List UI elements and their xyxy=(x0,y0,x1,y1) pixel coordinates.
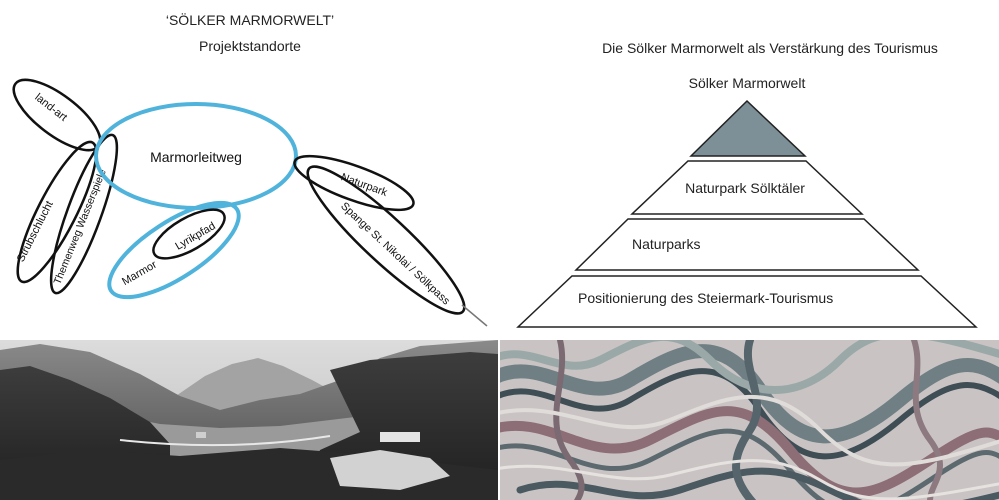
left-subtitle: Projektstandorte xyxy=(199,38,301,54)
marmor-ellipse xyxy=(107,200,241,300)
cabin xyxy=(196,432,206,438)
open-clearing xyxy=(330,450,450,490)
pyramid-level-3-label: Naturparks xyxy=(632,236,700,252)
spange-label: Spange St. Nikolai / Sölkpass xyxy=(338,200,452,308)
project-locations-diagram: land-art Strubschlucht Themenweg Wassers… xyxy=(12,78,488,327)
pyramid-level-4-label: Positionierung des Steiermark-Tourismus xyxy=(578,290,833,306)
left-title: ‘SÖLKER MARMORWELT’ xyxy=(165,12,335,28)
strubschlucht-label: Strubschlucht xyxy=(15,199,56,264)
marble-texture-photo xyxy=(500,340,999,500)
landscape-photo xyxy=(0,340,498,500)
bridge xyxy=(119,435,331,447)
spange-tail-line xyxy=(461,304,488,327)
building xyxy=(380,432,420,442)
pyramid-level-3 xyxy=(574,218,920,271)
tourism-pyramid: Sölker Marmorwelt Naturpark Sölktäler Na… xyxy=(516,75,978,328)
spange-group: Spange St. Nikolai / Sölkpass xyxy=(306,165,488,327)
pyramid-apex xyxy=(689,99,807,157)
themenweg-group: Themenweg Wasserspiele xyxy=(49,133,119,295)
right-title: Die Sölker Marmorwelt als Verstärkung de… xyxy=(602,40,938,56)
spange-ellipse xyxy=(306,165,466,315)
lyrikpfad-ellipse xyxy=(152,208,226,260)
land-art-group: land-art xyxy=(12,78,102,152)
naturpark-ellipse xyxy=(293,154,415,212)
pyramid-level-4 xyxy=(516,275,978,328)
pyramid-level-2 xyxy=(630,160,864,215)
pyramid-level-1-label: Sölker Marmorwelt xyxy=(689,75,806,91)
marmorleitweg-label: Marmorleitweg xyxy=(150,149,242,165)
strubschlucht-ellipse xyxy=(16,140,98,284)
themenweg-label: Themenweg Wasserspiele xyxy=(52,167,109,286)
pyramid-level-2-label: Naturpark Sölktäler xyxy=(685,180,805,196)
marmorleitweg-group: Marmorleitweg xyxy=(94,102,298,210)
themenweg-ellipse xyxy=(49,133,119,295)
marble-veins xyxy=(500,340,999,500)
marmor-label: Marmor xyxy=(120,259,159,289)
